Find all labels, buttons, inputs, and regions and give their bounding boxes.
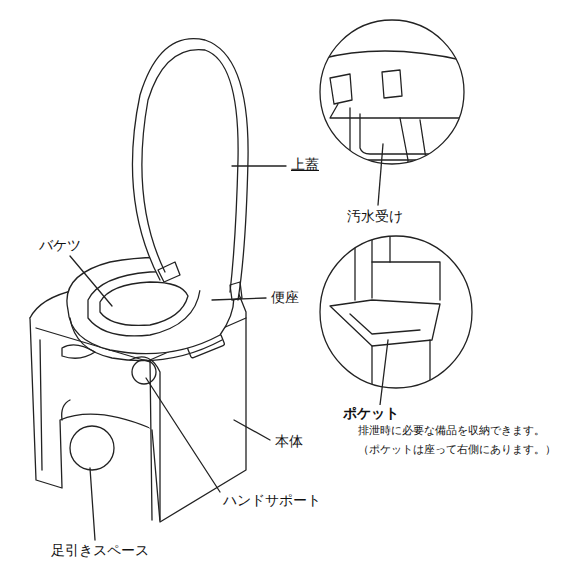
note-text: 排泄時に必要な備品を収納できます。 bbox=[357, 424, 546, 437]
part-label: 足引きスペース bbox=[50, 542, 150, 559]
note-text: （ポケットは座って右側にあります。） bbox=[357, 443, 557, 456]
part-label: 上蓋 bbox=[290, 156, 320, 173]
part-label: バケツ bbox=[38, 237, 82, 254]
part-label: ポケット bbox=[342, 405, 400, 422]
part-label: 汚水受け bbox=[346, 208, 404, 225]
part-label: ハンドサポート bbox=[222, 492, 322, 509]
part-label: 便座 bbox=[270, 289, 300, 306]
part-label: 本体 bbox=[274, 433, 304, 450]
